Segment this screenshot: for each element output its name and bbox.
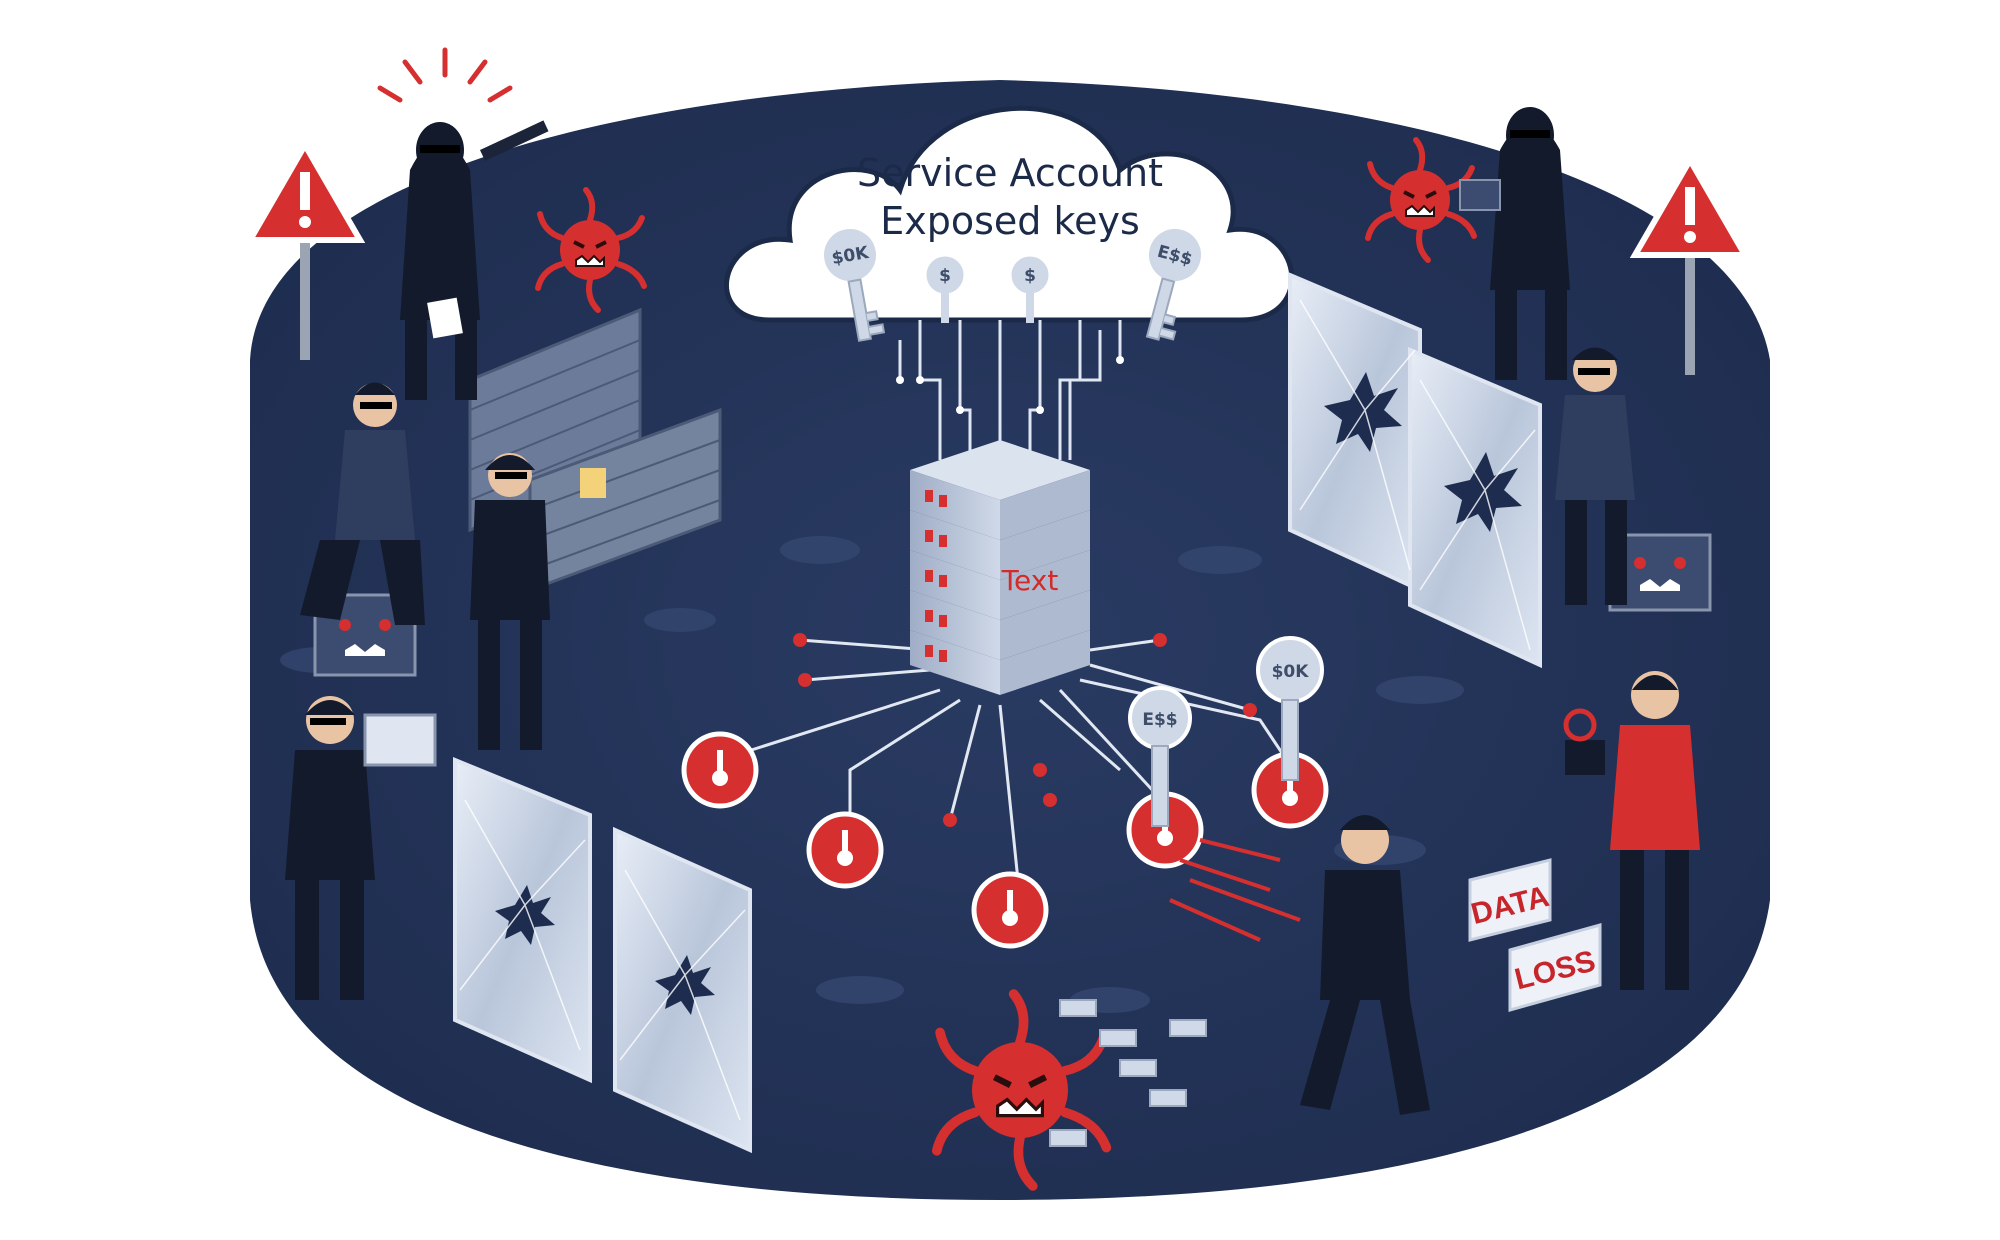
data-loss-sign: DATA LOSS [1468,858,1602,1012]
cloud-title-line1: Service Account [857,151,1163,195]
agent-left [300,382,425,625]
server-label: Text [1001,564,1059,597]
agent-right [1555,347,1635,605]
hacker-with-tablet [285,696,437,1000]
svg-text:$: $ [939,266,951,286]
hacker-center [1300,815,1430,1115]
hacker-at-firewall [470,453,606,750]
cloud-key-4: E$$ [1123,218,1212,348]
motion-dashes [1169,838,1301,942]
floor-key-1: E$$ [1128,686,1192,827]
hacker-top-right [1459,107,1570,380]
cloud-connections [898,320,1122,460]
attacker-red-sweater [1563,671,1700,990]
alert-rays [377,47,513,103]
lock-icon [684,734,756,806]
lock-badge-2 [809,814,881,886]
data-tiles [1049,999,1207,1147]
cloud-title-line2: Exposed keys [880,199,1140,243]
cloud-key-2: $ [923,253,967,323]
server-icon: Text [910,440,1090,695]
svg-text:$0K: $0K [1272,662,1310,682]
lock-badge-3 [974,874,1046,946]
broken-glass-icon [453,271,1542,1154]
hacker-top-left [400,120,549,400]
cloud-key-3: $ [1008,253,1052,323]
svg-text:$: $ [1024,266,1036,286]
svg-text:E$$: E$$ [1142,710,1177,730]
cloud-key-1: $0K [815,220,895,347]
lock-badge-1 [684,734,756,806]
floor-key-2: $0K [1256,636,1324,781]
